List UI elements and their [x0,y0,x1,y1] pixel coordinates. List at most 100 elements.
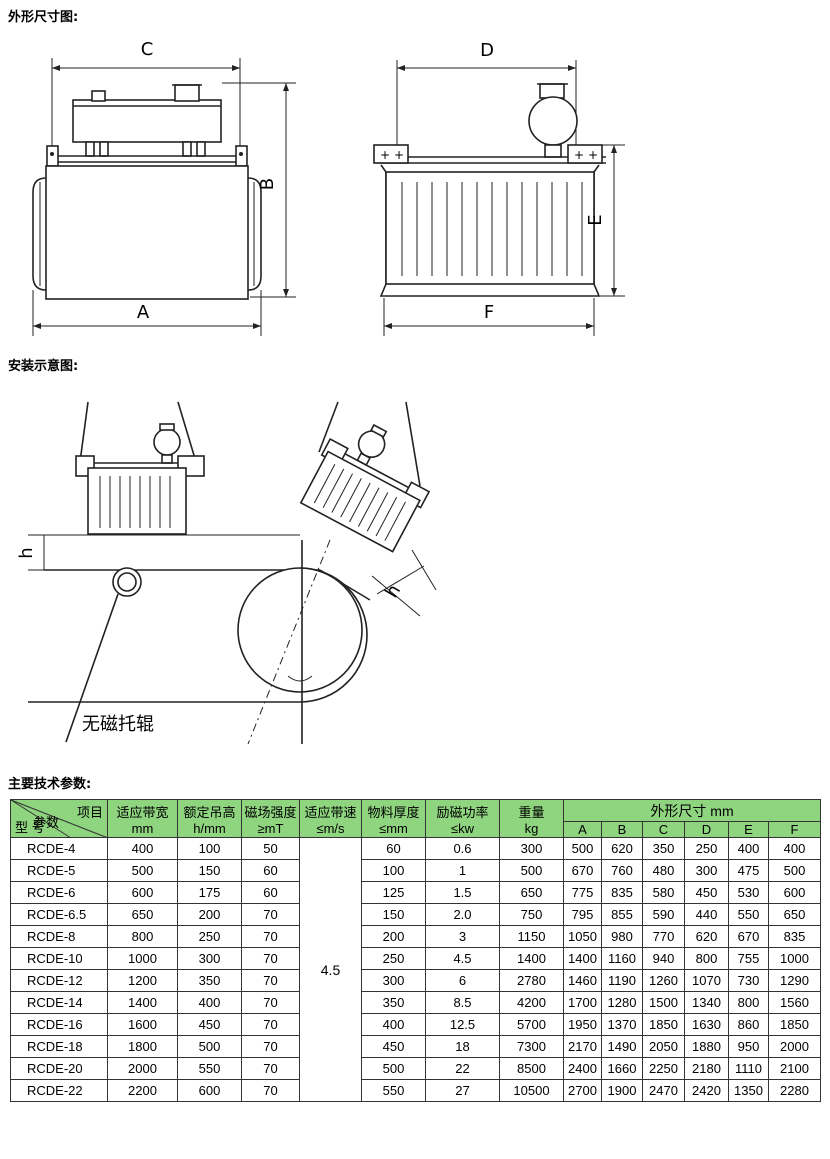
cell-model: RCDE-22 [10,1079,108,1102]
table-cell: 600 [177,1079,242,1102]
table-cell: 300 [177,947,242,970]
corner-param: 参数 [33,815,60,830]
cell-belt-speed: 4.5 [299,837,362,1102]
dim-col-d: D [684,821,729,838]
table-cell: 350 [642,837,685,860]
table-cell: 1400 [107,991,178,1014]
table-cell: 835 [601,881,643,904]
head-pulley [237,567,363,693]
table-cell: 500 [177,1035,242,1058]
roller-label: 无磁托辊 [82,714,154,735]
table-cell: 1000 [767,947,822,970]
table-cell: 750 [499,903,564,926]
cell-model: RCDE-4 [10,837,108,860]
table-cell: 2180 [684,1057,729,1080]
table-cell: 250 [684,837,729,860]
table-cell: 1500 [642,991,685,1014]
table-cell: 175 [177,881,242,904]
table-cell: 550 [177,1057,242,1080]
table-cell: 770 [642,925,685,948]
table-cell: 1660 [601,1057,643,1080]
svg-text:+: + [380,148,390,162]
table-cell: 200 [361,925,426,948]
table-cell: 1850 [642,1013,685,1036]
table-corner-header: 项目 参数 型 号 [10,799,109,839]
table-cell: 1340 [684,991,729,1014]
dim-label-a: A [137,302,150,323]
table-cell: 1350 [728,1079,769,1102]
table-cell: 795 [563,903,602,926]
table-cell: 475 [728,859,769,882]
table-cell: 7300 [499,1035,564,1058]
table-cell: 2170 [563,1035,602,1058]
table-cell: 70 [241,969,300,992]
cell-model: RCDE-5 [10,859,108,882]
table-cell: 2250 [642,1057,685,1080]
table-cell: 8.5 [425,991,500,1014]
table-cell: 800 [684,947,729,970]
table-cell: 400 [361,1013,426,1036]
cell-model: RCDE-20 [10,1057,108,1080]
table-cell: 2780 [499,969,564,992]
table-cell: 1160 [601,947,643,970]
table-cell: 600 [767,881,822,904]
table-cell: 70 [241,1057,300,1080]
table-cell: 980 [601,925,643,948]
dim-label-f: F [484,302,494,323]
table-cell: 500 [767,859,822,882]
idler-roller [112,567,142,597]
table-cell: 730 [728,969,769,992]
table-cell: 150 [177,859,242,882]
cell-model: RCDE-14 [10,991,108,1014]
table-cell: 4.5 [425,947,500,970]
col-header-excitation-power: 励磁功率≤kw [425,799,500,838]
table-cell: 2280 [767,1079,822,1102]
hanging-wire [318,401,339,453]
corner-model: 型 号 [15,820,45,835]
installation-drawing: h 无磁托辊 h [16,401,437,745]
table-cell: 1630 [684,1013,729,1036]
table-cell: 1370 [601,1013,643,1036]
table-cell: 2200 [107,1079,178,1102]
table-cell: 1950 [563,1013,602,1036]
table-cell: 6 [425,969,500,992]
table-cell: 600 [107,881,178,904]
dim-col-b: B [601,821,643,838]
table-cell: 60 [361,837,426,860]
cell-model: RCDE-8 [10,925,108,948]
col-header-material-thickness: 物料厚度≤mm [361,799,426,838]
table-cell: 2100 [767,1057,822,1080]
table-cell: 940 [642,947,685,970]
table-cell: 4200 [499,991,564,1014]
dim-col-c: C [642,821,685,838]
table-cell: 70 [241,925,300,948]
table-cell: 60 [241,881,300,904]
dim-label-c: C [141,39,154,60]
table-cell: 350 [177,969,242,992]
table-cell: 70 [241,1079,300,1102]
table-cell: 10500 [499,1079,564,1102]
table-cell: 400 [767,837,822,860]
table-cell: 650 [107,903,178,926]
table-cell: 3 [425,925,500,948]
table-cell: 1000 [107,947,178,970]
table-cell: 1880 [684,1035,729,1058]
tilted-separator [299,423,431,553]
table-cell: 650 [767,903,822,926]
table-cell: 450 [177,1013,242,1036]
hanging-wire [177,401,197,463]
table-cell: 1850 [767,1013,822,1036]
table-cell: 70 [241,1013,300,1036]
dim-label-e: E [585,214,606,225]
cell-model: RCDE-16 [10,1013,108,1036]
table-cell: 2000 [107,1057,178,1080]
table-cell: 480 [642,859,685,882]
table-cell: 400 [177,991,242,1014]
